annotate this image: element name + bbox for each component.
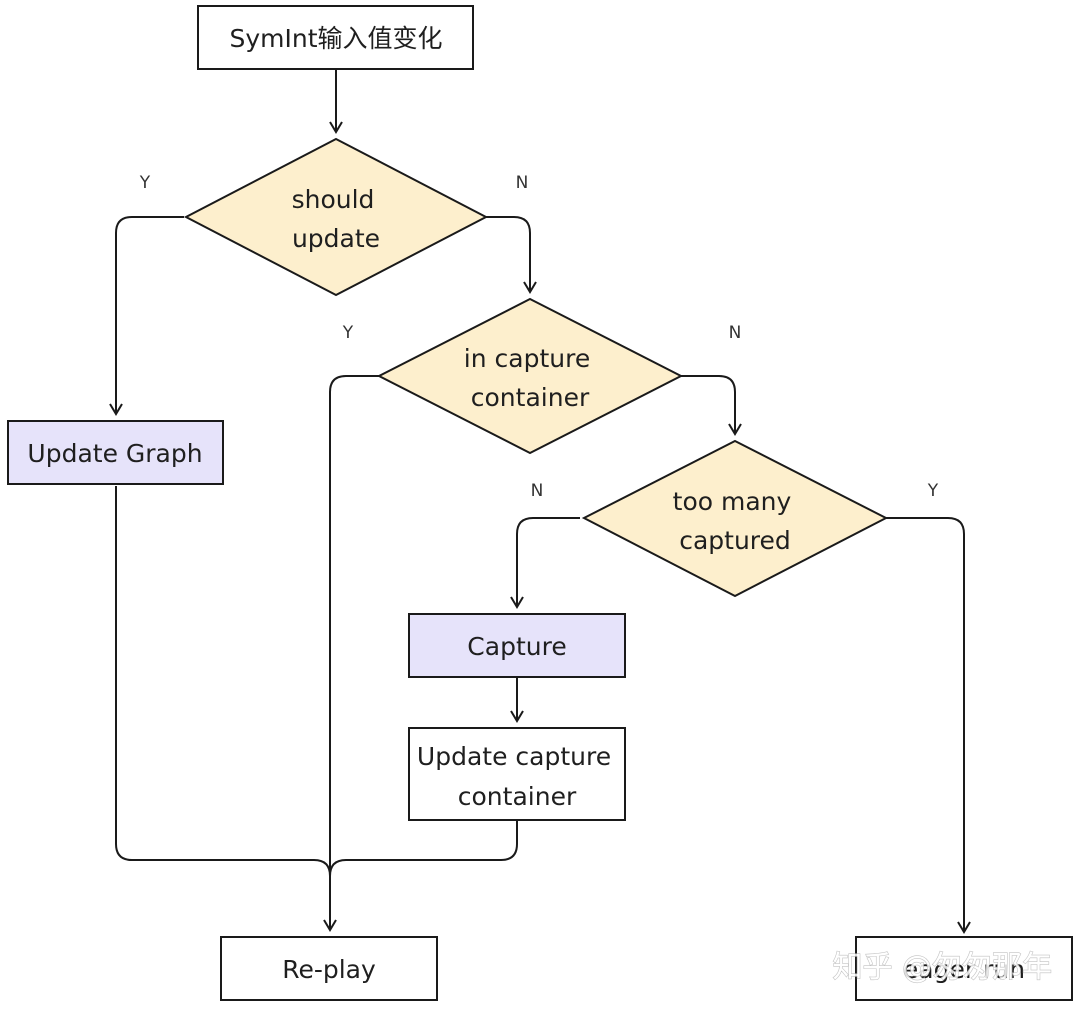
start-node-label: SymInt输入值变化 [229, 24, 442, 53]
start-node-box [197, 5, 474, 70]
replay-node: Re-play [220, 936, 438, 1001]
label-too-many-yes: Y [927, 481, 939, 501]
too-many-captured-label-line-1: too many [673, 487, 792, 516]
too-many-captured-diamond [581, 439, 889, 598]
start-node: SymInt输入值变化 [197, 5, 474, 70]
replay-label: Re-play [282, 955, 376, 984]
update-capture-container-label-line-2: container [458, 782, 577, 811]
capture-box [408, 613, 626, 678]
update-capture-container-label-line-1: Update capture [417, 742, 611, 771]
too-many-captured-decision: too many captured [581, 439, 889, 598]
in-capture-diamond [376, 297, 684, 455]
edge-update-capture-to-replay [329, 821, 518, 877]
edge-should-update-yes [109, 216, 184, 416]
label-should-update-yes: Y [139, 173, 151, 193]
update-capture-container-box [408, 727, 626, 821]
too-many-captured-label-line-2: captured [679, 526, 791, 555]
label-too-many-no: N [531, 481, 544, 501]
update-graph-label: Update Graph [27, 439, 202, 468]
edge-in-capture-no [681, 375, 742, 436]
update-graph-node: Update Graph [7, 420, 224, 485]
eager-run-box [855, 936, 1073, 1001]
watermark: 知乎 @匆匆那年 [832, 950, 1052, 985]
label-in-capture-no: N [729, 323, 742, 343]
update-graph-box [7, 420, 224, 485]
in-capture-decision: in capture container [376, 297, 684, 455]
label-in-capture-yes: Y [342, 323, 354, 343]
in-capture-label-line-2: container [471, 383, 590, 412]
replay-box [220, 936, 438, 1001]
edge-should-update-no [486, 216, 537, 294]
eager-run-node: eager run [855, 936, 1073, 1001]
should-update-decision: should update [183, 137, 489, 297]
edge-in-capture-yes [323, 375, 379, 932]
eager-run-label: eager run [903, 955, 1025, 984]
capture-node: Capture [408, 613, 626, 678]
label-should-update-no: N [516, 173, 529, 193]
in-capture-label-line-1: in capture [464, 344, 590, 373]
update-capture-container-node: Update capture container [408, 727, 626, 821]
capture-label: Capture [467, 632, 566, 661]
should-update-label-line-2: update [292, 224, 380, 253]
edge-update-graph-to-replay [115, 486, 331, 877]
edge-too-many-yes [886, 517, 971, 934]
should-update-label-line-1: should [292, 185, 375, 214]
should-update-diamond [183, 137, 489, 297]
edge-too-many-no [510, 517, 580, 609]
